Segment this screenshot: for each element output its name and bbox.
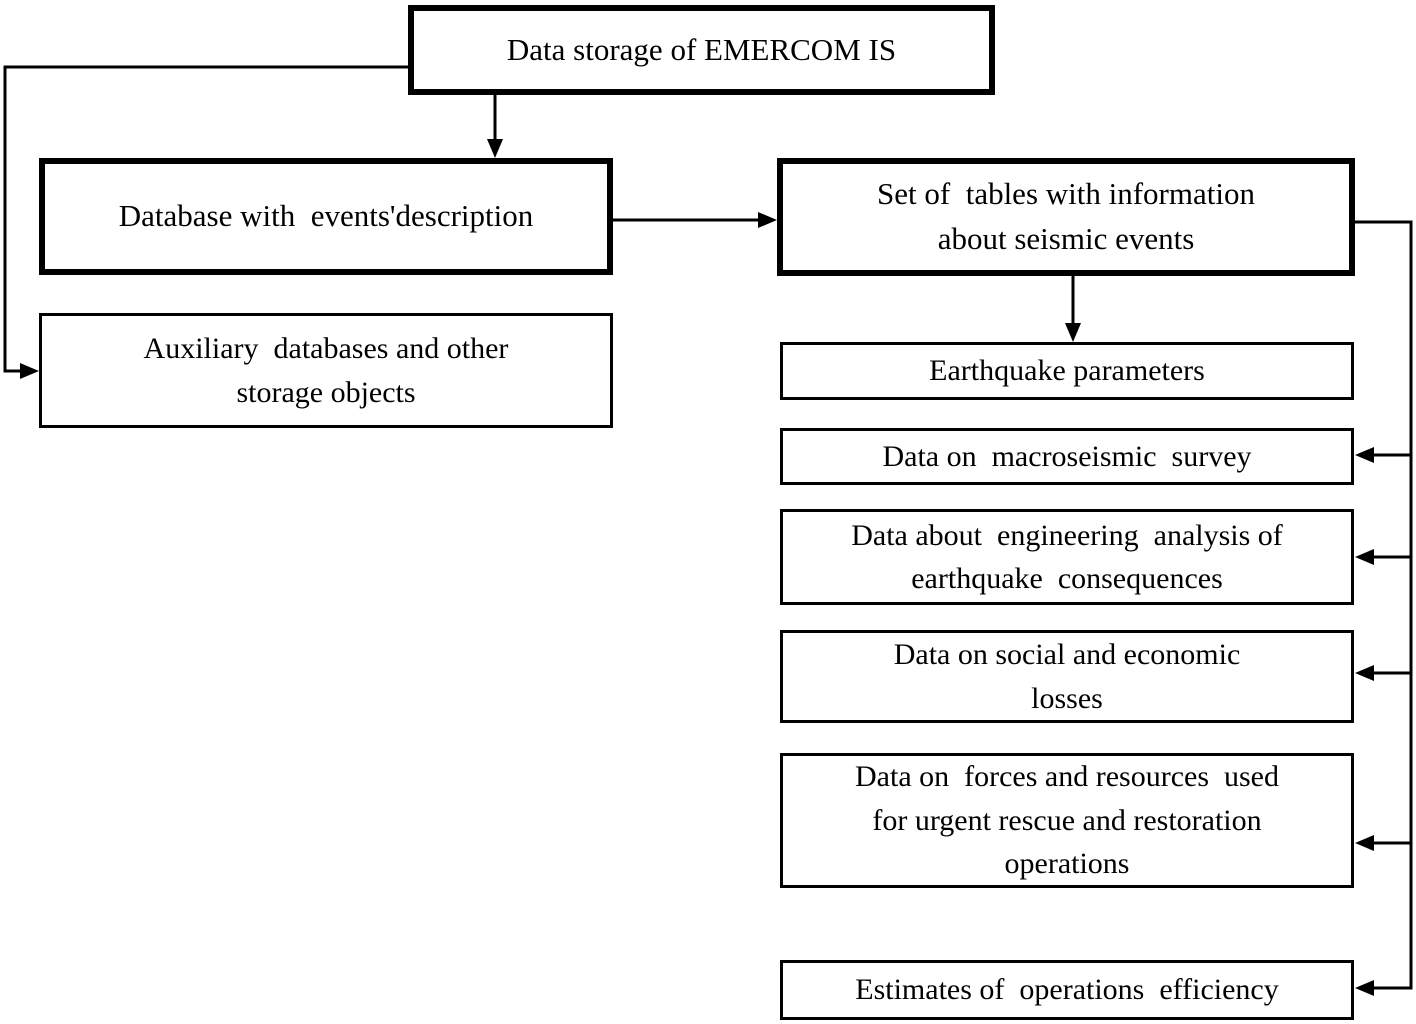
node-set-of-tables: Set of tables with information about sei… — [777, 158, 1355, 276]
node-macroseismic-survey: Data on macroseismic survey — [780, 428, 1354, 485]
arrow-trunk-to-macroseismic — [1355, 447, 1411, 463]
arrow-trunk-to-social-losses — [1355, 665, 1411, 681]
node-earthquake-parameters: Earthquake parameters — [780, 342, 1354, 400]
node-database-events-label: Database with events'description — [118, 198, 534, 234]
arrow-storage-to-auxiliary — [3, 65, 408, 379]
node-data-storage-label: Data storage of EMERCOM IS — [506, 31, 897, 67]
node-earthquake-parameters-label: Earthquake parameters — [929, 354, 1205, 388]
arrow-set-of-tables-to-earthquake — [1065, 276, 1081, 342]
node-social-economic-losses: Data on social and economic losses — [780, 630, 1354, 723]
node-auxiliary-databases: Auxiliary databases and other storage ob… — [39, 313, 613, 428]
arrow-trunk-to-engineering — [1355, 549, 1411, 565]
node-forces-resources-label: Data on forces and resources used for ur… — [855, 760, 1279, 881]
node-engineering-analysis: Data about engineering analysis of earth… — [780, 509, 1354, 605]
node-operations-efficiency: Estimates of operations efficiency — [780, 960, 1354, 1020]
node-macroseismic-survey-label: Data on macroseismic survey — [882, 439, 1252, 473]
node-operations-efficiency-label: Estimates of operations efficiency — [855, 973, 1279, 1007]
node-engineering-analysis-label: Data about engineering analysis of earth… — [851, 518, 1283, 596]
arrow-database-to-set-of-tables — [612, 212, 777, 228]
node-set-of-tables-label: Set of tables with information about sei… — [877, 176, 1255, 256]
node-database-events: Database with events'description — [39, 158, 613, 275]
node-auxiliary-databases-label: Auxiliary databases and other storage ob… — [143, 332, 509, 409]
arrow-trunk-to-operations-efficiency — [1355, 220, 1413, 996]
arrow-trunk-to-forces — [1355, 835, 1411, 851]
arrow-storage-to-database — [487, 95, 503, 158]
node-social-economic-losses-label: Data on social and economic losses — [893, 638, 1241, 715]
node-forces-resources: Data on forces and resources used for ur… — [780, 753, 1354, 888]
node-data-storage: Data storage of EMERCOM IS — [408, 5, 995, 95]
